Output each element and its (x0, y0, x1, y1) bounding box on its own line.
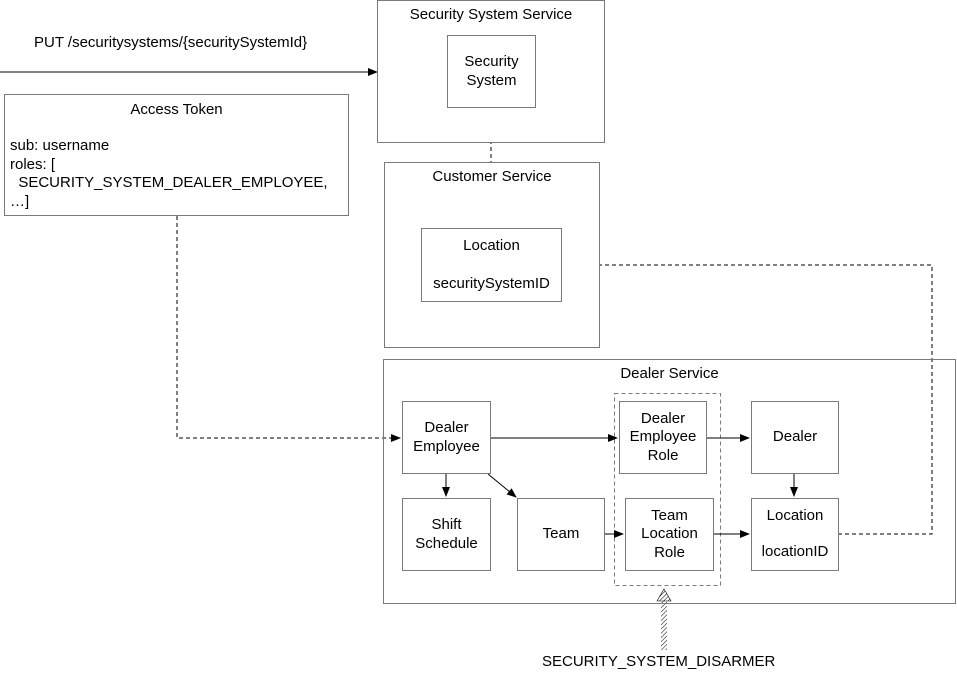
security-system-service-title: Security System Service (409, 6, 573, 23)
dealer-location-node: Location locationID (751, 498, 839, 571)
employee-to-team-arrow (487, 473, 517, 498)
dealer-employee-role-node: Dealer Employee Role (619, 401, 707, 474)
customer-location-node: Location securitySystemID (421, 228, 562, 302)
token-to-dealer-employee-link (176, 216, 401, 442)
access-token-title: Access Token (130, 101, 223, 118)
access-token-body: sub: username roles: [ SECURITY_SYSTEM_D… (10, 137, 328, 210)
disarmer-arrow-shaft (661, 600, 667, 650)
security-system-node: Security System (447, 35, 536, 108)
disarmer-label: SECURITY_SYSTEM_DISARMER (542, 653, 776, 670)
customer-service-title: Customer Service (432, 168, 552, 185)
shift-schedule-node: Shift Schedule (402, 498, 491, 571)
dealer-location-field: locationID (761, 543, 829, 560)
team-node: Team (517, 498, 605, 571)
dealer-employee-node: Dealer Employee (402, 401, 491, 474)
dealer-service-box: Dealer Service (383, 359, 956, 604)
dealer-location-name: Location (766, 507, 824, 524)
dealer-location-to-customer-location-link (563, 261, 933, 535)
dealer-node: Dealer (751, 401, 839, 474)
role-group-outline (614, 393, 721, 586)
customer-location-name: Location (463, 237, 520, 254)
dealer-service-title: Dealer Service (620, 365, 719, 382)
customer-location-field: securitySystemID (433, 275, 550, 292)
access-token-box: Access Token sub: username roles: [ SECU… (4, 94, 349, 216)
disarmer-arrow-head (656, 588, 672, 602)
request-label: PUT /securitysystems/{securitySystemId} (34, 34, 308, 51)
team-location-role-node: Team Location Role (625, 498, 714, 571)
